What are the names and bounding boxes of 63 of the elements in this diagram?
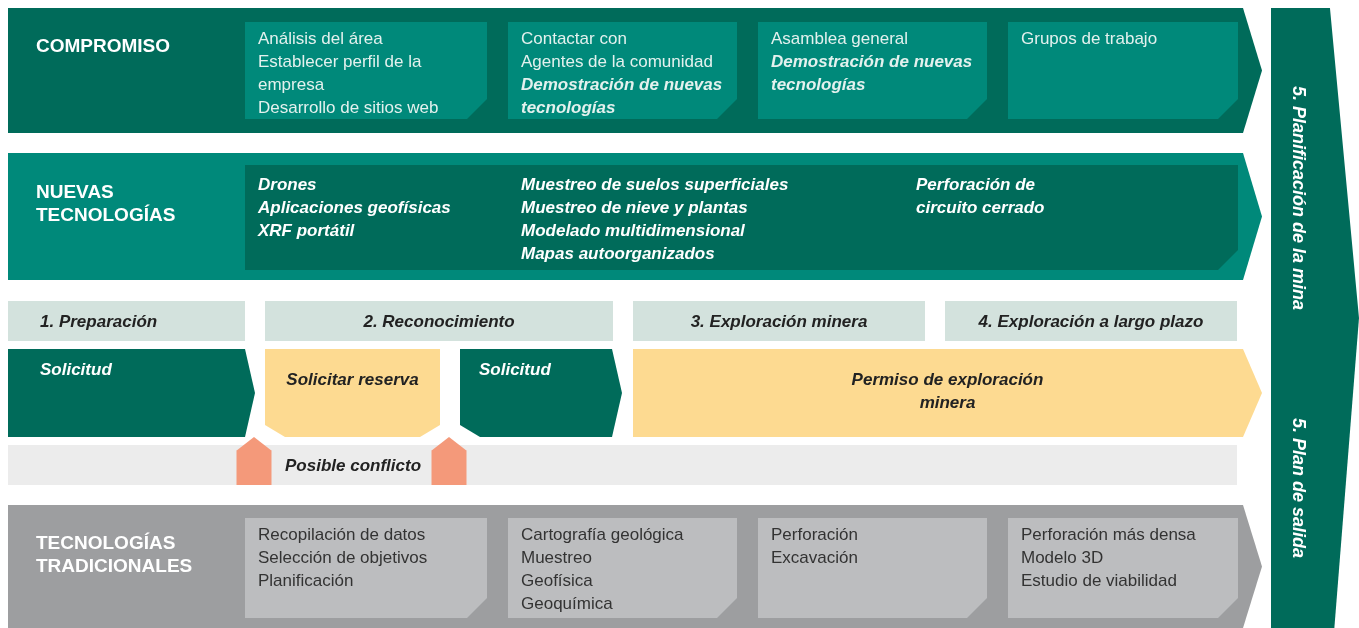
phase-header [633,301,925,341]
process-step [8,349,255,437]
phase-label: 4. Exploración a largo plazo [977,311,1205,333]
list-item: Análisis del área [258,28,384,50]
list-item: Desarrollo de sitios web [258,97,440,119]
activity-card [1008,518,1238,618]
list-item: Demostración de nuevas tecnologías [521,74,724,119]
vertical-label: 5. Planificación de la mina [1288,86,1310,311]
band-title: COMPROMISO [36,34,172,57]
activity-card [1008,22,1238,119]
list-item: Asamblea general [771,28,910,50]
band-title: NUEVAS TECNOLOGÍAS [36,180,177,226]
step-label: Permiso de exploración minera [850,369,1045,414]
list-item: Modelado multidimensional [521,220,745,242]
step-label: Solicitud [479,359,552,381]
activity-card [758,518,987,618]
list-item: Muestreo de suelos superficiales [521,174,789,196]
phase-header [8,301,245,341]
list-item: Agentes de la comunidad [521,51,714,73]
list-item: Grupos de trabajo [1021,28,1159,50]
phase-label: 3. Exploración minera [689,311,869,333]
list-item: Aplicaciones geofísicas [258,197,451,219]
list-item: Selección de objetivos [258,547,429,569]
list-item: Muestreo [521,547,593,569]
activity-card [245,518,487,618]
activity-card [758,22,987,119]
list-item: Recopilación de datos [258,524,427,546]
activity-card [245,22,487,119]
process-step [460,349,622,437]
conflict-band [8,445,1237,485]
list-item: Perforación de circuito cerrado [916,174,1046,219]
list-item: Perforación más densa [1021,524,1197,546]
list-item: Demostración de nuevas tecnologías [771,51,974,96]
list-item: Excavación [771,547,859,569]
list-item: Muestreo de nieve y plantas [521,197,748,219]
step-label: Solicitar reserva [285,369,420,391]
phase-label: 1. Preparación [40,311,159,333]
step-label: Posible conflicto [285,455,423,477]
list-item: XRF portátil [258,220,355,242]
list-item: Geoquímica [521,593,614,615]
list-item: Mapas autoorganizados [521,243,715,265]
arrow-band [8,8,1262,133]
activity-card [508,518,737,618]
list-item: Estudio de viabilidad [1021,570,1178,592]
list-item: Establecer perfil de la empresa [258,51,423,96]
band-title: TECNOLOGÍAS TRADICIONALES [36,531,194,577]
phase-header [265,301,613,341]
list-item: Modelo 3D [1021,547,1105,569]
arrow-band [8,505,1262,628]
phase-header [945,301,1237,341]
vertical-label: 5. Plan de salida [1288,418,1310,559]
activity-card [508,22,737,119]
list-item: Planificación [258,570,355,592]
technology-panel [245,165,1238,270]
request-block [265,349,440,437]
list-item: Cartografía geológica [521,524,685,546]
step-label: Solicitud [40,359,113,381]
list-item: Contactar con [521,28,628,50]
arrow-band [8,153,1262,280]
list-item: Perforación [771,524,859,546]
list-item: Geofísica [521,570,594,592]
list-item: Drones [258,174,317,196]
phase-label: 2. Reconocimiento [362,311,516,333]
